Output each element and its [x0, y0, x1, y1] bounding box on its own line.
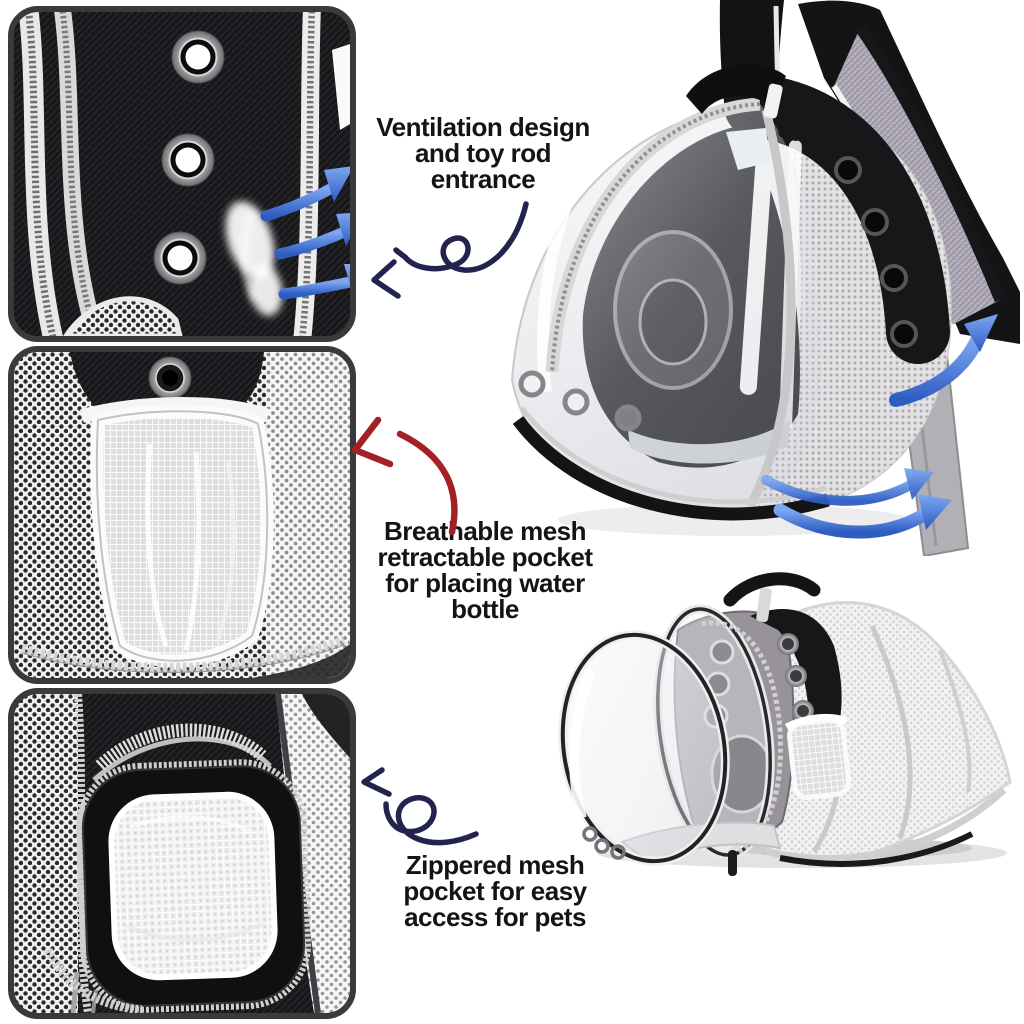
ventilation-closeup-art	[14, 12, 350, 336]
callout-line: for placing water	[385, 568, 585, 598]
spiral-arrow-icon	[371, 201, 529, 299]
zipper	[701, 620, 784, 859]
callout-bottle-pocket: Breathable mesh retractable pocket for p…	[340, 518, 630, 622]
mesh-pocket-art	[14, 352, 350, 678]
photo-backpack-expanded	[552, 560, 1022, 880]
callout-line: Zippered mesh	[405, 850, 585, 880]
support-rods	[43, 947, 143, 1013]
loop-arrow-icon	[361, 767, 479, 846]
callout-ventilation: Ventilation design and toy rod entrance	[350, 114, 616, 192]
zippered-door	[75, 759, 312, 1013]
glass-highlight	[536, 197, 574, 393]
ventilation-grommets	[153, 30, 225, 285]
right-zipper-band	[293, 12, 350, 336]
callout-line: bottle	[451, 594, 519, 624]
corner-shadow	[302, 694, 350, 758]
airflow-arrows-icon	[761, 314, 998, 539]
band-grommets	[777, 633, 814, 722]
carry-handle	[723, 572, 821, 623]
callout-line: and toy rod	[414, 138, 552, 168]
mesh-pocket-sliver	[62, 296, 183, 336]
top-zipper-arc	[92, 723, 272, 782]
top-handle	[686, 64, 810, 141]
bottom-zipper	[20, 635, 350, 678]
frame-grommets	[834, 156, 918, 348]
binding-strip	[80, 397, 271, 423]
center-seam	[746, 108, 796, 509]
airflow-arrows-icon	[225, 166, 350, 316]
left-zipper-bands	[18, 12, 106, 336]
right-mesh-panel	[276, 694, 350, 1013]
right-mesh-panel	[266, 352, 350, 678]
zippered-pocket-art	[14, 694, 350, 1013]
expanded-carrier-art	[558, 572, 1012, 876]
curve-arrow-icon	[351, 416, 458, 536]
callout-line: entrance	[430, 164, 536, 194]
net-pocket	[90, 404, 274, 668]
callout-line: pocket for easy	[403, 876, 587, 906]
callout-pet-access: Zippered mesh pocket for easy access for…	[352, 852, 638, 930]
callout-line: retractable pocket	[377, 542, 593, 572]
front-grommets	[518, 370, 642, 432]
backpack-side-art	[510, 0, 1020, 556]
open-clear-door	[558, 630, 782, 866]
side-mesh-pocket	[784, 713, 852, 800]
left-mesh-strip	[14, 694, 78, 1013]
clear-window	[514, 104, 822, 517]
callout-line: access for pets	[404, 902, 586, 932]
callout-line: Ventilation design	[376, 112, 590, 142]
grommet	[148, 356, 192, 400]
photo-backpack-side-view	[498, 0, 1020, 556]
zipper-pull	[728, 850, 737, 876]
photo-zippered-pocket-closeup	[8, 688, 356, 1019]
photo-ventilation-closeup	[8, 6, 356, 342]
callout-line: Breathable mesh	[383, 516, 587, 546]
photo-mesh-bottle-pocket-closeup	[8, 346, 356, 684]
